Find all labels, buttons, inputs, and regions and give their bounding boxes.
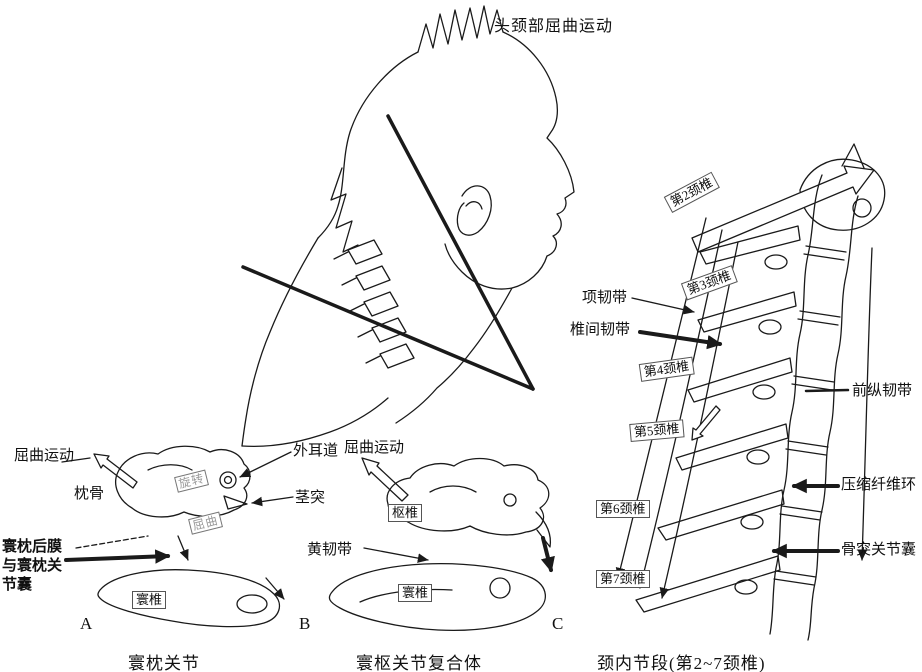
panel-b-art — [328, 457, 555, 631]
ear-inner — [465, 201, 483, 210]
anterior-down-arrow — [857, 247, 873, 561]
panel-a-art — [61, 445, 294, 628]
atlas-b-outline — [328, 562, 546, 631]
axis-bone-outline — [386, 457, 550, 536]
cervical-vertebrae-sketch — [333, 239, 415, 369]
atlas-bone-outline — [97, 569, 281, 628]
axis-inner-line — [429, 485, 477, 493]
label-a-occipital: 枕骨 — [74, 486, 105, 502]
occipital-bone-outline — [115, 445, 251, 518]
atlas-motion-arrow — [265, 577, 285, 600]
face-profile — [444, 31, 575, 290]
label-a-membrane-line1: 寰枕后膜 — [2, 539, 63, 555]
joint-small-arrow — [177, 535, 189, 561]
label-c-anterior-longitudinal: 前纵韧带 — [852, 383, 913, 399]
shoulder-outline — [241, 397, 389, 448]
spinous-processes — [635, 225, 801, 613]
anterior-longitudinal-pointer — [804, 388, 850, 393]
label-c-annulus: 压缩纤维环 — [841, 477, 917, 493]
head-flexion-figure — [241, 5, 575, 448]
label-a-styloid: 茎突 — [295, 490, 326, 506]
mid-open-arrow — [691, 405, 721, 441]
nape-back-outline — [241, 237, 319, 447]
panel-b-flexion-arrow — [361, 457, 409, 502]
label-c-facet-capsule: 骨突关节囊 — [841, 542, 917, 558]
panel-a-flexion-pointer — [61, 457, 91, 463]
ear-canal-outer — [219, 471, 237, 489]
facet-joints — [734, 254, 788, 595]
ear-canal-pointer — [239, 451, 292, 478]
axis-facet — [503, 493, 517, 507]
anterior-column-outer — [807, 195, 859, 641]
membrane-dashed-line — [75, 535, 149, 549]
nape-hair — [330, 167, 359, 253]
figure-title: 头颈部屈曲运动 — [494, 18, 614, 35]
atlas-facet — [236, 594, 268, 614]
skull-base-process — [841, 143, 865, 169]
panel-c-caption: 颈内节段(第2~7颈椎) — [597, 654, 766, 672]
skull-back-outline — [317, 51, 419, 239]
label-a-flexion: 屈曲运动 — [14, 448, 75, 464]
flexion-angle-lines — [241, 114, 535, 391]
panel-a-flexion-arrow — [93, 453, 138, 489]
membrane-pointer — [64, 549, 171, 564]
label-c7: 第7颈椎 — [596, 570, 650, 588]
panel-a-caption: 寰枕关节 — [128, 654, 200, 672]
label-b-atlas: 寰椎 — [398, 584, 433, 602]
atlas-b-foramen — [489, 577, 511, 599]
label-b-flexion: 屈曲运动 — [344, 440, 405, 456]
label-b-ligamentum-flavum: 黄韧带 — [307, 542, 353, 558]
ear — [456, 185, 492, 236]
extension-big-arrow — [691, 165, 875, 253]
label-c-interspinous: 椎间韧带 — [570, 322, 631, 338]
anterior-column-inner — [769, 174, 823, 635]
skull-base-blob — [799, 158, 886, 231]
disc-spaces — [773, 245, 847, 586]
label-b-axis: 枢椎 — [388, 504, 423, 522]
label-a-membrane-line2: 与寰枕关 — [2, 558, 63, 574]
styloid-shape — [223, 495, 248, 510]
panel-c-art — [615, 143, 886, 641]
label-a-atlas: 寰椎 — [132, 591, 167, 609]
label-c-nuchal: 项韧带 — [582, 290, 628, 306]
panel-b-caption: 寰枢关节复合体 — [356, 654, 482, 672]
label-a-membrane: 寰枕后膜 与寰枕关 节囊 — [2, 538, 62, 595]
c1-facet — [852, 198, 872, 218]
nuchal-pointer — [631, 297, 695, 315]
axis-spinous — [535, 511, 552, 548]
panel-c-letter: C — [552, 614, 564, 633]
label-c6: 第6颈椎 — [596, 500, 650, 518]
ear-canal-inner — [223, 475, 233, 485]
occipital-inner-line — [147, 464, 193, 471]
label-a-ear-canal: 外耳道 — [293, 443, 339, 459]
interspinous-pointer — [638, 330, 723, 350]
label-a-membrane-line3: 节囊 — [2, 577, 33, 593]
panel-b-down-arrow — [540, 536, 555, 573]
ligamentum-flavum-pointer — [363, 547, 429, 563]
panel-a-letter: A — [80, 614, 93, 633]
hair-outline — [417, 5, 504, 53]
styloid-pointer — [251, 496, 294, 507]
panel-b-letter: B — [299, 614, 311, 633]
